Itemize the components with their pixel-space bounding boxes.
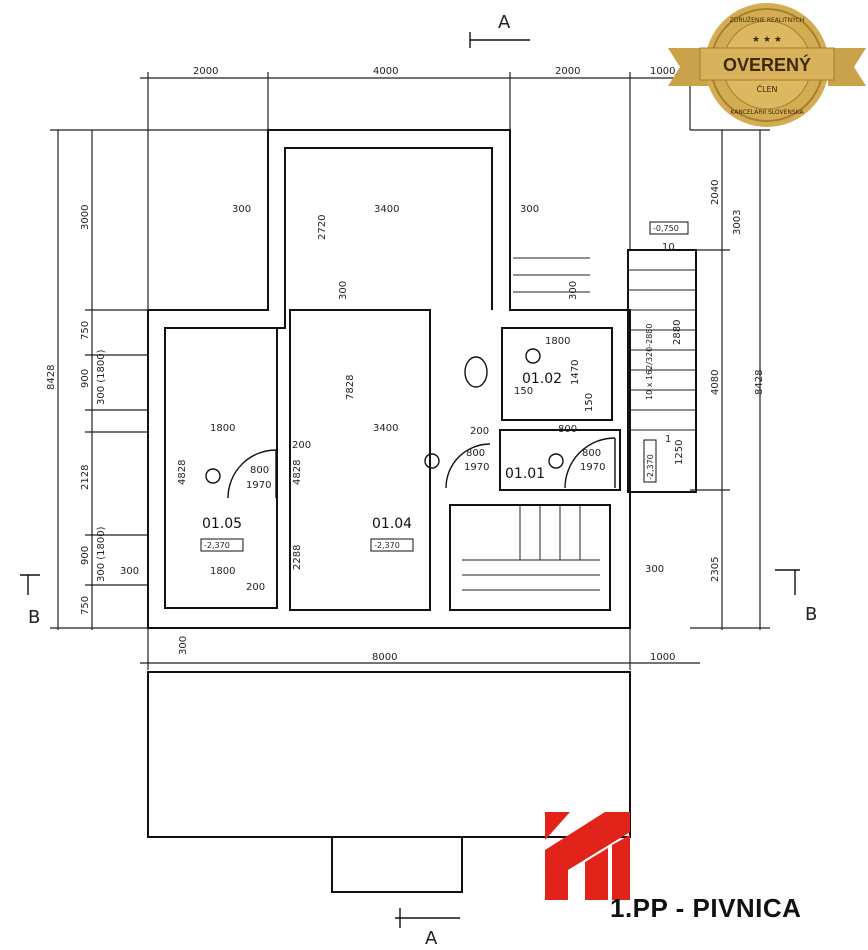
dim-left-3: 900 <box>80 369 91 388</box>
dim-inner-4: 2720 <box>317 215 328 240</box>
dim-inner-26: 200 <box>292 440 311 451</box>
level-stair: -0,750 <box>653 224 679 233</box>
dim-inner-32: 1250 <box>674 440 685 465</box>
dim-left-2: 750 <box>80 321 91 340</box>
dim-inner-24: 4828 <box>292 460 303 485</box>
badge-ring-bottom: KANCELÁRIÍ SLOVENSKA <box>730 109 804 116</box>
room-01-05-level-box <box>200 538 244 552</box>
dim-right-4: 2305 <box>710 557 721 582</box>
room-01-04: 01.04 <box>372 516 412 532</box>
dim-inner-6: 1800 <box>545 336 570 347</box>
stair-label: 10 x 162/320-2880 <box>645 324 654 400</box>
badge-ring-top: ZDRUŽENIE REALITNÝCH <box>730 16 804 24</box>
dim-inner-22: 4828 <box>177 460 188 485</box>
doors <box>205 348 616 499</box>
dim-right-5: 8428 <box>754 370 765 395</box>
dim-left-1: 3000 <box>80 205 91 230</box>
dim-left-7: 300 (1800) <box>96 526 107 582</box>
dim-inner-29: 200 <box>246 582 265 593</box>
dim-left-6: 900 <box>80 546 91 565</box>
dim-inner-10: 1800 <box>210 423 235 434</box>
dim-inner-12: 200 <box>470 426 489 437</box>
dim-right-2: 3003 <box>732 210 743 235</box>
page-title: 1.PP - PIVNICA <box>610 893 802 923</box>
dim-inner-31: 300 <box>178 636 189 655</box>
dim-inner-25: 2288 <box>292 545 303 570</box>
brand-logo <box>545 812 630 900</box>
dim-left-5: 2128 <box>80 465 91 490</box>
dim-top-1: 2000 <box>193 66 218 77</box>
badge-stars: ★ ★ ★ <box>752 35 782 45</box>
room-01-04-level-box <box>370 538 414 552</box>
room-01-01-level: -2,370 <box>646 454 655 480</box>
badge-sub: ČLEN <box>756 83 777 94</box>
badge-title: OVERENÝ <box>723 54 811 75</box>
dim-inner-3: 300 <box>520 204 539 215</box>
level-box-stair <box>649 221 689 235</box>
section-a-top: A <box>498 12 511 33</box>
dim-inner-2: 3400 <box>374 204 399 215</box>
room-01-01: 01.01 <box>505 466 545 482</box>
dim-top-4: 1000 <box>650 66 675 77</box>
dim-bottom-1: 8000 <box>372 652 397 663</box>
section-b-right: B <box>805 604 817 625</box>
section-b-left: B <box>28 607 40 628</box>
dimension-lines <box>50 72 770 670</box>
dim-inner-7: 1470 <box>570 360 581 385</box>
room-01-04-level: -2,370 <box>374 541 400 550</box>
dim-inner-11: 3400 <box>373 423 398 434</box>
dim-right-3: 4080 <box>710 370 721 395</box>
dim-inner-17: 1970 <box>246 480 271 491</box>
dim-inner-16: 800 <box>250 465 269 476</box>
room-01-01-level-box <box>643 439 657 483</box>
dim-inner-9: 2880 <box>672 320 683 345</box>
dim-left-outer: 8428 <box>46 365 57 390</box>
verified-member-badge: OVERENÝ ČLEN ★ ★ ★ ZDRUŽENIE REALITNÝCH … <box>668 3 866 127</box>
dim-inner-20: 800 <box>582 448 601 459</box>
dim-inner-33: 10 <box>662 242 675 253</box>
dim-left-8: 750 <box>80 596 91 615</box>
dim-inner-34: 1 <box>665 434 671 445</box>
dim-inner-30: 300 <box>645 564 664 575</box>
dim-right-1: 2040 <box>710 180 721 205</box>
dim-inner-5: 300 <box>338 281 349 300</box>
room-01-02: 01.02 <box>522 371 562 387</box>
dim-left-4: 300 (1800) <box>96 349 107 405</box>
room-01-05: 01.05 <box>202 516 242 532</box>
dim-top-3: 2000 <box>555 66 580 77</box>
section-markers <box>20 32 800 928</box>
dim-inner-21: 1970 <box>580 462 605 473</box>
dim-inner-23: 7828 <box>345 375 356 400</box>
dim-inner-14: 150 <box>584 393 595 412</box>
dim-inner-13: 150 <box>514 386 533 397</box>
stairs <box>462 257 696 591</box>
walls <box>147 129 697 893</box>
dim-inner-28: 300 <box>120 566 139 577</box>
dim-bottom-2: 1000 <box>650 652 675 663</box>
section-a-bottom: A <box>425 928 438 949</box>
dim-top-2: 4000 <box>373 66 398 77</box>
dim-inner-8: 300 <box>568 281 579 300</box>
dim-inner-27: 1800 <box>210 566 235 577</box>
room-01-05-level: -2,370 <box>204 541 230 550</box>
dim-inner-19: 1970 <box>464 462 489 473</box>
dim-inner-15: 800 <box>558 424 577 435</box>
dim-inner-1: 300 <box>232 204 251 215</box>
dim-inner-18: 800 <box>466 448 485 459</box>
